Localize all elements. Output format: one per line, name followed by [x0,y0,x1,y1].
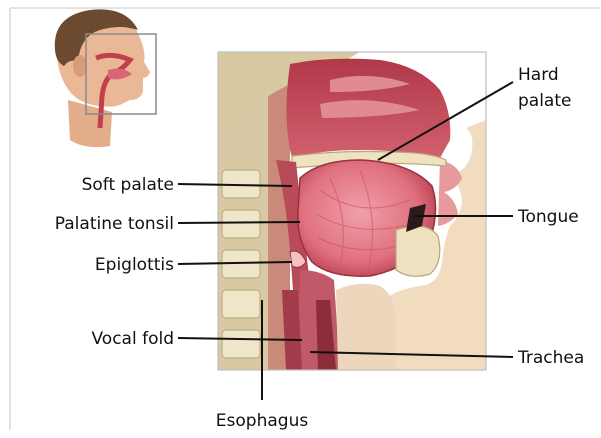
head-thumbnail [55,9,156,147]
cross-section-panel [218,52,486,370]
thumbnail-ear [73,55,87,77]
vertebra-4 [222,290,260,318]
label-hard-palate-line1: Hard [518,65,559,85]
label-trachea: Trachea [517,348,584,368]
label-hard-palate-line2: palate [518,91,571,111]
label-esophagus: Esophagus [216,411,309,431]
vertebra-5 [222,330,260,358]
leader-palatine-tonsil [178,222,300,223]
neck-front [336,284,396,370]
label-vocal-fold: Vocal fold [91,329,174,349]
thumbnail-neck [68,100,112,147]
mandible [396,226,440,276]
label-soft-palate: Soft palate [82,175,174,195]
vertebra-2 [222,210,260,238]
label-tongue: Tongue [517,207,579,227]
label-epiglottis: Epiglottis [95,255,174,275]
label-palatine-tonsil: Palatine tonsil [55,214,174,234]
